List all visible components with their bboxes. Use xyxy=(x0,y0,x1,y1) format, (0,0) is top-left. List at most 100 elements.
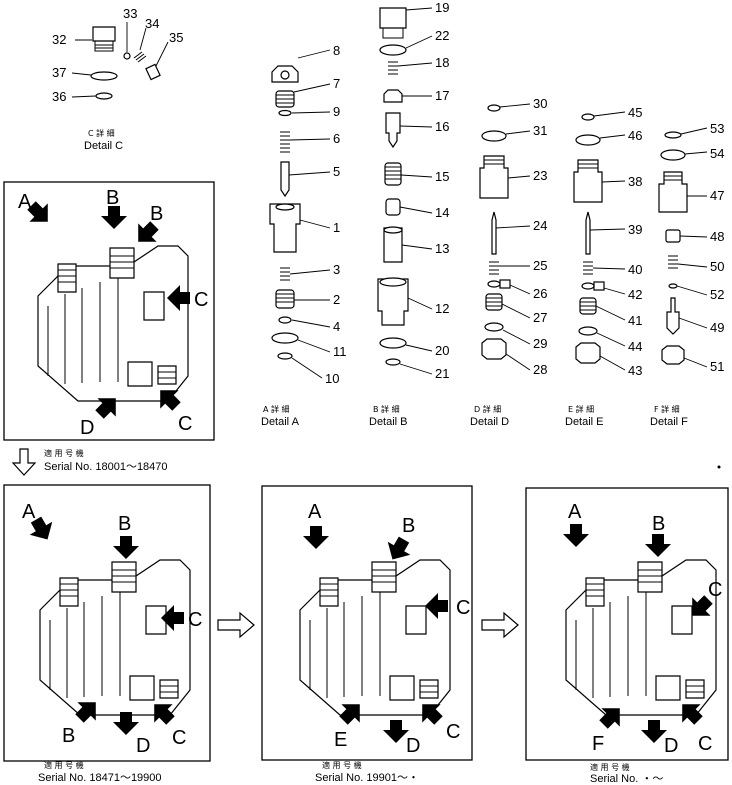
spring-18-shape xyxy=(388,61,398,75)
valve-4-frame xyxy=(525,487,729,761)
part-label: 43 xyxy=(628,363,642,378)
pin-5-shape xyxy=(280,161,290,198)
arrow-b xyxy=(645,534,671,557)
part-label: 35 xyxy=(169,30,183,45)
valve-1-serial-jp: 適 用 号 機 xyxy=(44,448,84,458)
detail-b-group: 19 22 18 17 16 15 14 13 12 20 21 B 詳 細 D… xyxy=(369,0,449,428)
part-label: 54 xyxy=(710,146,724,161)
letter-label: C xyxy=(456,597,470,619)
part-label: 51 xyxy=(710,359,724,374)
nut-28-shape xyxy=(481,338,507,360)
part-label: 53 xyxy=(710,121,724,136)
detail-d-caption-jp: D 詳 細 xyxy=(474,404,501,414)
part-label: 52 xyxy=(710,287,724,302)
part-label: 15 xyxy=(435,169,449,184)
detail-c-group: 32 33 34 35 37 36 C 詳 細 Detail C xyxy=(52,6,183,152)
body-38-shape xyxy=(573,159,603,203)
arrow-b xyxy=(381,533,416,567)
part-label: 7 xyxy=(333,76,340,91)
letter-label: B xyxy=(652,513,665,535)
ring-22-shape xyxy=(379,44,407,56)
part-label: 41 xyxy=(628,313,642,328)
letter-label: D xyxy=(136,735,150,757)
ring-53-shape xyxy=(664,131,682,139)
valve-3-serial-jp: 適 用 号 機 xyxy=(322,760,362,770)
part-label: 42 xyxy=(628,287,642,302)
valve-1-frame xyxy=(3,181,215,441)
nut-17-shape xyxy=(383,89,403,103)
letter-label: A xyxy=(568,501,582,523)
valve-3-body xyxy=(299,559,451,716)
spring-25-shape xyxy=(489,261,499,275)
screw-35-shape xyxy=(145,63,161,81)
ring-10-shape xyxy=(277,352,293,360)
valve-4-serial-jp: 適 用 号 機 xyxy=(590,762,630,772)
part-label: 26 xyxy=(533,286,547,301)
ring-21-shape xyxy=(385,358,401,366)
part-label: 10 xyxy=(325,371,339,386)
valve-2-frame xyxy=(3,484,211,762)
part-label: 30 xyxy=(533,96,547,111)
ring-31-shape xyxy=(481,130,507,142)
part-label: 24 xyxy=(533,218,547,233)
ring-37-shape xyxy=(90,71,118,81)
part-label: 40 xyxy=(628,262,642,277)
part-label: 8 xyxy=(333,43,340,58)
part-label: 31 xyxy=(533,123,547,138)
valve-3-frame xyxy=(261,485,473,761)
detail-f-group: 53 54 47 48 50 52 49 51 F 詳 細 Detail F xyxy=(650,121,724,428)
part-label: 1 xyxy=(333,220,340,235)
part-label: 20 xyxy=(435,343,449,358)
valve-2-serial: Serial No. 18471～19900 xyxy=(38,772,162,784)
detail-d-group: 30 31 23 24 25 26 27 29 28 D 詳 細 Detail … xyxy=(470,96,547,428)
detail-f-caption: Detail F xyxy=(650,416,688,428)
part-label: 16 xyxy=(435,119,449,134)
part-label: 46 xyxy=(628,128,642,143)
part-label: 21 xyxy=(435,366,449,381)
part-label: 3 xyxy=(333,262,340,277)
letter-label: C xyxy=(698,733,712,755)
part-label: 4 xyxy=(333,319,340,334)
spring-15-shape xyxy=(384,162,402,186)
part-label: 11 xyxy=(333,344,347,359)
pin-24-shape xyxy=(491,211,497,255)
detail-b-caption-jp: B 詳 細 xyxy=(373,404,400,414)
part-label: 33 xyxy=(123,6,137,21)
body-1-shape xyxy=(269,203,301,253)
part-label: 14 xyxy=(435,205,449,220)
letter-label: B xyxy=(118,513,131,535)
ring-4-shape xyxy=(278,316,292,324)
letter-label: F xyxy=(592,733,604,755)
part-label: 13 xyxy=(435,241,449,256)
detail-e-caption-jp: E 詳 細 xyxy=(568,404,594,414)
stray-dot xyxy=(717,465,721,469)
part-label: 25 xyxy=(533,258,547,273)
detail-f-caption-jp: F 詳 細 xyxy=(654,404,680,414)
hollow-arrow-right-icon xyxy=(217,611,255,639)
part-label: 9 xyxy=(333,104,340,119)
arrow-a xyxy=(303,526,329,549)
letter-label: C xyxy=(172,727,186,749)
letter-label: B xyxy=(150,203,163,225)
spring-34-shape xyxy=(133,51,147,63)
hollow-arrow-down-icon xyxy=(11,448,37,476)
detail-e-caption: Detail E xyxy=(565,416,604,428)
valve-4-panel: A B C F D C 適 用 号 機 Serial No. ・～ xyxy=(525,487,729,785)
part-label: 17 xyxy=(435,88,449,103)
valve-2-panel: A B C B D C 適 用 号 機 Serial No. 18471～199… xyxy=(3,484,211,784)
ring-36-shape xyxy=(95,92,113,100)
ring-45-shape xyxy=(581,113,595,121)
spring-3-shape xyxy=(280,267,290,281)
letter-label: B xyxy=(106,187,119,209)
part-label: 49 xyxy=(710,320,724,335)
letter-label: C xyxy=(194,289,208,311)
valve-2-body xyxy=(39,559,191,716)
seat-42-shape xyxy=(593,281,605,291)
detail-a-group: 8 7 9 6 5 1 3 2 4 11 10 A 詳 細 Detail A xyxy=(261,43,347,428)
body-47-shape xyxy=(658,171,688,213)
ring-29-shape xyxy=(484,322,504,332)
part-label: 18 xyxy=(435,55,449,70)
part-label: 50 xyxy=(710,259,724,274)
detail-e-group: 45 46 38 39 40 42 41 44 43 E 詳 細 Detail … xyxy=(565,105,642,428)
detail-d-caption: Detail D xyxy=(470,416,509,428)
